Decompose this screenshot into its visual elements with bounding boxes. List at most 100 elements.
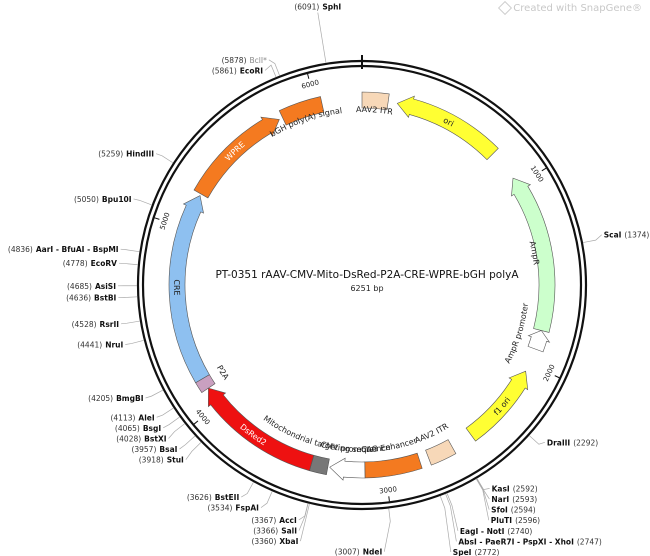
site-fspai: (3534)FspAI [207,491,273,513]
site-name: AsiSI [95,282,116,291]
site-label: SfoI(2594) [491,506,536,515]
site-label: EagI - NotI(2740) [460,527,532,536]
ruler-label: 1000 [529,164,545,183]
site-name: ScaI [604,231,622,240]
site-leader-line [133,198,152,206]
site-coordinate: (3626) [187,493,212,502]
feature-label-aav2-itr-right: AAV2 ITR [356,105,394,117]
site-name: AbsI - PaeR7I - PspXI - XhoI [458,537,574,546]
site-coordinate: (5259) [98,150,123,159]
site-label: (4528)RsrII [72,320,120,329]
site-label: (3918)StuI [139,456,184,465]
site-acci: (3367)AccI [251,503,309,525]
site-leader-line [446,493,459,531]
site-draiii: DraIII(2292) [528,435,598,447]
site-bstxi: (4028)BstXI [116,423,185,443]
site-coordinate: (1374) [624,231,649,240]
site-leader-line [298,503,309,531]
site-label: (5050)Bpu10I [74,195,132,204]
ruler-tick [554,375,560,379]
site-bsai: (3957)BsaI [131,435,196,454]
site-name: XbaI [279,537,298,546]
site-leader-line [476,478,490,510]
site-label: (3007)NdeI [335,548,383,556]
site-leader-line [185,442,202,460]
site-label: (4028)BstXI [116,434,167,443]
site-leader-line [121,320,140,325]
site-coordinate: (2594) [511,506,536,515]
feature-label-ampr-promoter: AmpR promoter [503,302,530,365]
site-leader-line [264,64,277,78]
site-leader-line [260,491,273,508]
site-name: BsaI [159,445,177,454]
site-leader-line [168,423,185,439]
site-leader-line [120,248,140,253]
site-name: FspAI [235,504,259,513]
site-scai: ScaI(1374) [582,231,650,243]
site-label: PluTI(2596) [491,516,540,525]
site-name: AccI [279,516,297,525]
feature-cre [168,195,210,384]
site-label: (3626)BstEII [187,493,240,502]
site-leader-line [145,389,164,399]
site-coordinate: (5050) [74,195,99,204]
site-label: (4113)AleI [110,413,154,422]
watermark-text: Created with SnapGene® [513,3,642,14]
ruler-label: 3000 [379,485,398,495]
site-leader-line [298,503,309,521]
site-coordinate: (2596) [515,516,540,525]
feature-bgh-polya [278,96,325,126]
feature-ampr [511,177,556,333]
site-leader-line [528,435,545,445]
site-name: Bpu10I [102,195,132,204]
restriction-sites: (5878)BclI*(5861)EcoRI(5259)HindIII(5050… [8,3,650,556]
feature-cag-enhancer [364,452,423,479]
site-leader-line [118,262,138,266]
site-label: (4441)NruI [77,341,123,350]
site-leader-line [179,435,196,450]
site-coordinate: (3957) [131,445,156,454]
site-coordinate: (4441) [77,341,102,350]
site-coordinate: (5878) [222,56,247,65]
site-alei: (4113)AleI [110,407,174,422]
site-name: AleI [138,413,154,422]
site-bsgi: (4065)BsgI [115,416,180,433]
site-name: AarI - BfuAI - BspMI [36,245,119,254]
site-name: NruI [105,341,123,350]
site-coordinate: (2592) [513,484,538,493]
site-leader-line [445,493,457,542]
backbone [136,55,588,511]
site-name: PluTI [491,516,513,525]
site-name: BstEII [215,493,240,502]
site-coordinate: (3007) [335,548,360,556]
ruler-tick [541,167,547,172]
site-label: KasI(2592) [492,484,538,493]
feature-label-cre: CRE [172,279,181,295]
site-leader-line [317,12,327,63]
site-coordinate: (2292) [573,438,598,447]
site-coordinate: (4528) [72,320,97,329]
site-coordinate: (4636) [66,294,91,303]
site-label: ScaI(1374) [604,231,650,240]
site-leader-line [156,407,174,418]
site-coordinate: (4205) [88,394,113,403]
site-sphi: (6091)SphI [294,3,341,63]
ruler-tick [388,496,390,502]
site-sfoi: SfoI(2594) [476,478,536,515]
site-ecorv: (4778)EcoRV [63,259,138,268]
site-coordinate: (4685) [67,282,92,291]
site-name: SfoI [491,506,508,515]
site-leader-line [439,495,452,553]
ruler-label: 4000 [194,408,212,427]
site-coordinate: (6091) [294,3,319,12]
site-bcli: (5878)BclI* [222,56,280,76]
site-nrui: (4441)NruI [77,340,144,350]
site-label: NarI(2593) [491,495,537,504]
site-rsrii: (4528)RsrII [72,320,140,329]
site-ecori: (5861)EcoRI [212,64,277,78]
site-coordinate: (3360) [251,537,276,546]
site-label: (4205)BmgBI [88,394,144,403]
site-label: DraIII(2292) [547,438,598,447]
site-leader-line [582,234,602,243]
